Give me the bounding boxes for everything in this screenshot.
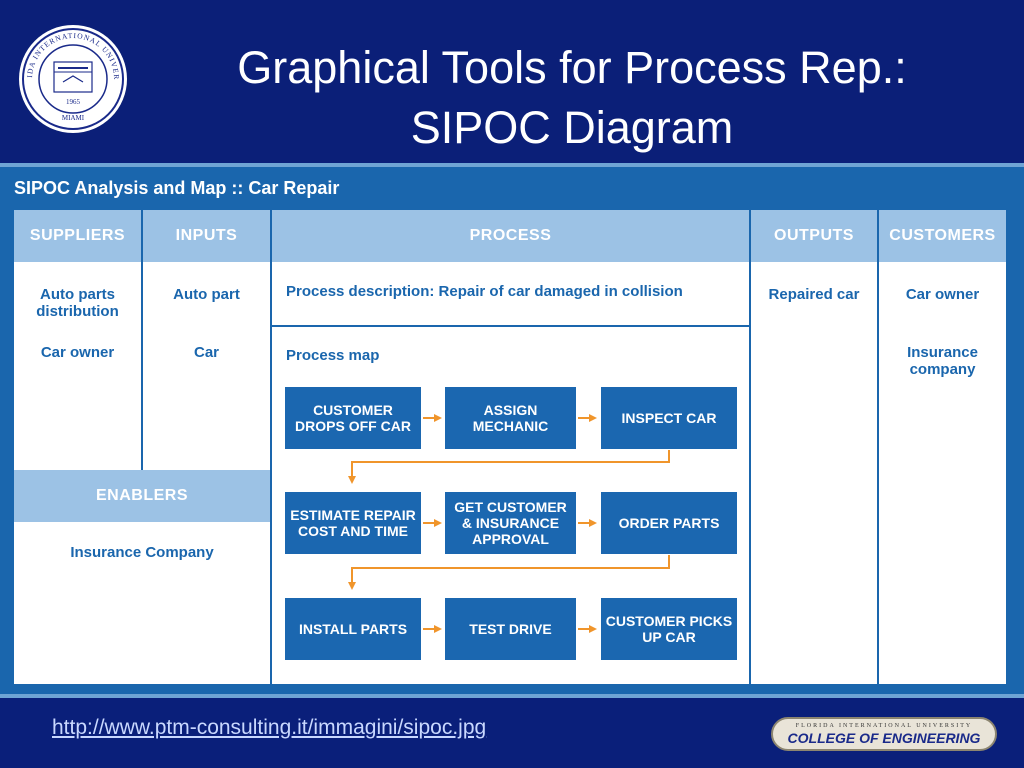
slide-header: FLORIDA INTERNATIONAL UNIVERSITY MIAMI 1… xyxy=(0,0,1024,162)
customers-header: CUSTOMERS xyxy=(879,210,1006,262)
enabler-item: Insurance Company xyxy=(70,544,214,561)
column-divider xyxy=(141,210,143,470)
step-estimate-repair: ESTIMATE REPAIR COST AND TIME xyxy=(285,492,421,554)
step-customer-picks-up-car: CUSTOMER PICKS UP CAR xyxy=(601,598,737,660)
flow-arrow xyxy=(348,555,670,590)
step-inspect-car: INSPECT CAR xyxy=(601,387,737,449)
step-assign-mechanic: ASSIGN MECHANIC xyxy=(445,387,576,449)
process-flow-arrows xyxy=(348,414,670,633)
process-description: Process description: Repair of car damag… xyxy=(286,283,683,300)
column-divider xyxy=(270,210,272,684)
customer-item: Insurance company xyxy=(907,344,978,378)
university-seal-icon: FLORIDA INTERNATIONAL UNIVERSITY MIAMI 1… xyxy=(18,24,127,133)
step-order-parts: ORDER PARTS xyxy=(601,492,737,554)
step-get-approval: GET CUSTOMER & INSURANCE APPROVAL xyxy=(445,492,576,554)
seal-bottom-text: MIAMI xyxy=(62,114,85,122)
suppliers-header: SUPPLIERS xyxy=(14,210,141,262)
slide-title-line-2: SIPOC Diagram xyxy=(410,102,734,153)
supplier-item: Car owner xyxy=(40,344,115,361)
inputs-header: INPUTS xyxy=(143,210,270,262)
slide-title-line-1: Graphical Tools for Process Rep.: xyxy=(237,42,907,93)
supplier-item: Auto parts distribution xyxy=(36,286,119,320)
outputs-header: OUTPUTS xyxy=(751,210,877,262)
source-link[interactable]: http://www.ptm-consulting.it/immagini/si… xyxy=(52,716,487,739)
step-customer-drops-off-car: CUSTOMER DROPS OFF CAR xyxy=(285,387,421,449)
column-divider xyxy=(749,210,751,684)
row-divider xyxy=(272,325,749,327)
customer-item: Car owner xyxy=(905,286,980,303)
sipoc-heading: SIPOC Analysis and Map :: Car Repair xyxy=(14,178,340,198)
sipoc-panel: SIPOC Analysis and Map :: Car Repair SUP… xyxy=(0,163,1024,698)
step-test-drive: TEST DRIVE xyxy=(445,598,576,660)
step-install-parts: INSTALL PARTS xyxy=(285,598,421,660)
badge-university-text: FLORIDA INTERNATIONAL UNIVERSITY xyxy=(795,723,973,729)
badge-college-text: COLLEGE OF ENGINEERING xyxy=(787,730,981,746)
college-badge: FLORIDA INTERNATIONAL UNIVERSITY COLLEGE… xyxy=(771,717,997,751)
column-divider xyxy=(877,210,879,684)
process-header: PROCESS xyxy=(272,210,749,262)
slide-title: Graphical Tools for Process Rep.: SIPOC … xyxy=(140,38,1004,158)
input-item: Car xyxy=(193,344,219,361)
input-item: Auto part xyxy=(173,286,240,303)
flow-arrow xyxy=(348,450,670,484)
enablers-header: ENABLERS xyxy=(14,470,270,522)
process-map-label: Process map xyxy=(286,347,380,364)
output-item: Repaired car xyxy=(768,286,860,303)
seal-year: 1965 xyxy=(66,98,81,106)
sipoc-table: SUPPLIERS INPUTS PROCESS OUTPUTS CUSTOME… xyxy=(14,210,1006,684)
